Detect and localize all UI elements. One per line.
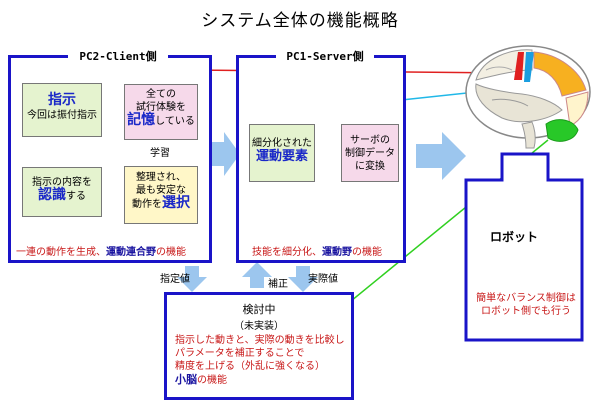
servo-line-2: 制御データ <box>345 148 395 159</box>
review-line-2: パラメータを補正することで <box>175 348 305 359</box>
page-title: システム全体の機能概略 <box>201 11 399 31</box>
robot-note-line-1: 簡単なバランス制御は <box>476 293 576 304</box>
memory-line-2: 試行体験を <box>136 102 186 113</box>
right-arrow-icon <box>212 132 240 176</box>
select-line-2: 最も安定な <box>136 185 186 196</box>
correction-label: 補正 <box>268 279 288 290</box>
robot-outline <box>464 152 584 342</box>
instruct-box: 指示 今回は振付指示 <box>22 83 102 137</box>
recognize-tail: する <box>66 191 86 202</box>
server-panel-title: PC1-Server側 <box>276 48 374 64</box>
review-title: 検討中 <box>242 303 276 316</box>
right-arrow-icon <box>416 132 466 180</box>
down-arrow-icon <box>177 266 207 292</box>
servo-line-1: サーボの <box>350 135 390 146</box>
brain-image <box>465 45 591 149</box>
client-footer-pre: 一連の動作を生成、 <box>16 247 106 258</box>
memory-tail: している <box>155 116 195 127</box>
review-panel: 検討中 （未実装） 指示した動きと、実際の動きを比較し パラメータを補正すること… <box>164 292 354 400</box>
instruct-label: 指示 <box>48 92 76 108</box>
review-subtitle: （未実装） <box>234 321 284 332</box>
server-footer: 技能を細分化、運動野の機能 <box>252 243 382 258</box>
server-footer-post: の機能 <box>352 247 382 258</box>
select-line-1: 整理され、 <box>135 172 187 183</box>
motor-element-keyword: 運動要素 <box>255 149 308 164</box>
down-arrow-icon <box>288 266 318 292</box>
actual-value-label: 実際値 <box>308 274 338 285</box>
select-keyword: 選択 <box>162 195 190 211</box>
review-line-4-tail: の機能 <box>197 375 227 386</box>
robot-label: ロボット <box>490 230 539 244</box>
motor-element-line-1: 細分化された <box>252 138 312 149</box>
client-footer-highlight: 運動連合野 <box>106 247 156 258</box>
recognize-box: 指示の内容を 認識する <box>22 167 102 217</box>
robot-note: 簡単なバランス制御は ロボット側でも行う <box>470 292 582 318</box>
recognize-keyword: 認識 <box>38 187 66 203</box>
server-footer-pre: 技能を細分化、 <box>252 247 322 258</box>
select-box: 整理され、 最も安定な 動作を選択 <box>124 166 198 224</box>
client-panel-title: PC2-Client側 <box>68 48 168 64</box>
memory-keyword: 記憶 <box>127 112 156 128</box>
servo-box: サーボの 制御データ に変換 <box>341 124 399 182</box>
select-line-3: 動作を <box>132 199 162 210</box>
up-arrow-icon <box>242 262 272 288</box>
server-footer-highlight: 運動野 <box>322 247 352 258</box>
recognize-line-1: 指示の内容を <box>32 177 92 188</box>
learn-label: 学習 <box>150 148 170 159</box>
servo-line-3: に変換 <box>355 161 385 172</box>
instruct-sub: 今回は振付指示 <box>27 110 97 121</box>
specified-value-label: 指定値 <box>160 274 190 285</box>
review-line-1: 指示した動きと、実際の動きを比較し <box>175 335 345 346</box>
client-footer-post: の機能 <box>156 247 186 258</box>
cerebellum-keyword: 小脳 <box>175 373 197 386</box>
review-description: 指示した動きと、実際の動きを比較し パラメータを補正することで 精度を上げる（外… <box>167 334 351 387</box>
client-footer: 一連の動作を生成、運動連合野の機能 <box>16 243 186 258</box>
memory-line-1: 全ての <box>146 89 176 100</box>
motor-element-box: 細分化された 運動要素 <box>249 124 315 182</box>
review-line-3: 精度を上げる（外乱に強くなる） <box>175 361 325 372</box>
memory-box: 全ての 試行体験を 記憶している <box>124 84 198 140</box>
robot-note-line-2: ロボット側でも行う <box>481 306 571 317</box>
